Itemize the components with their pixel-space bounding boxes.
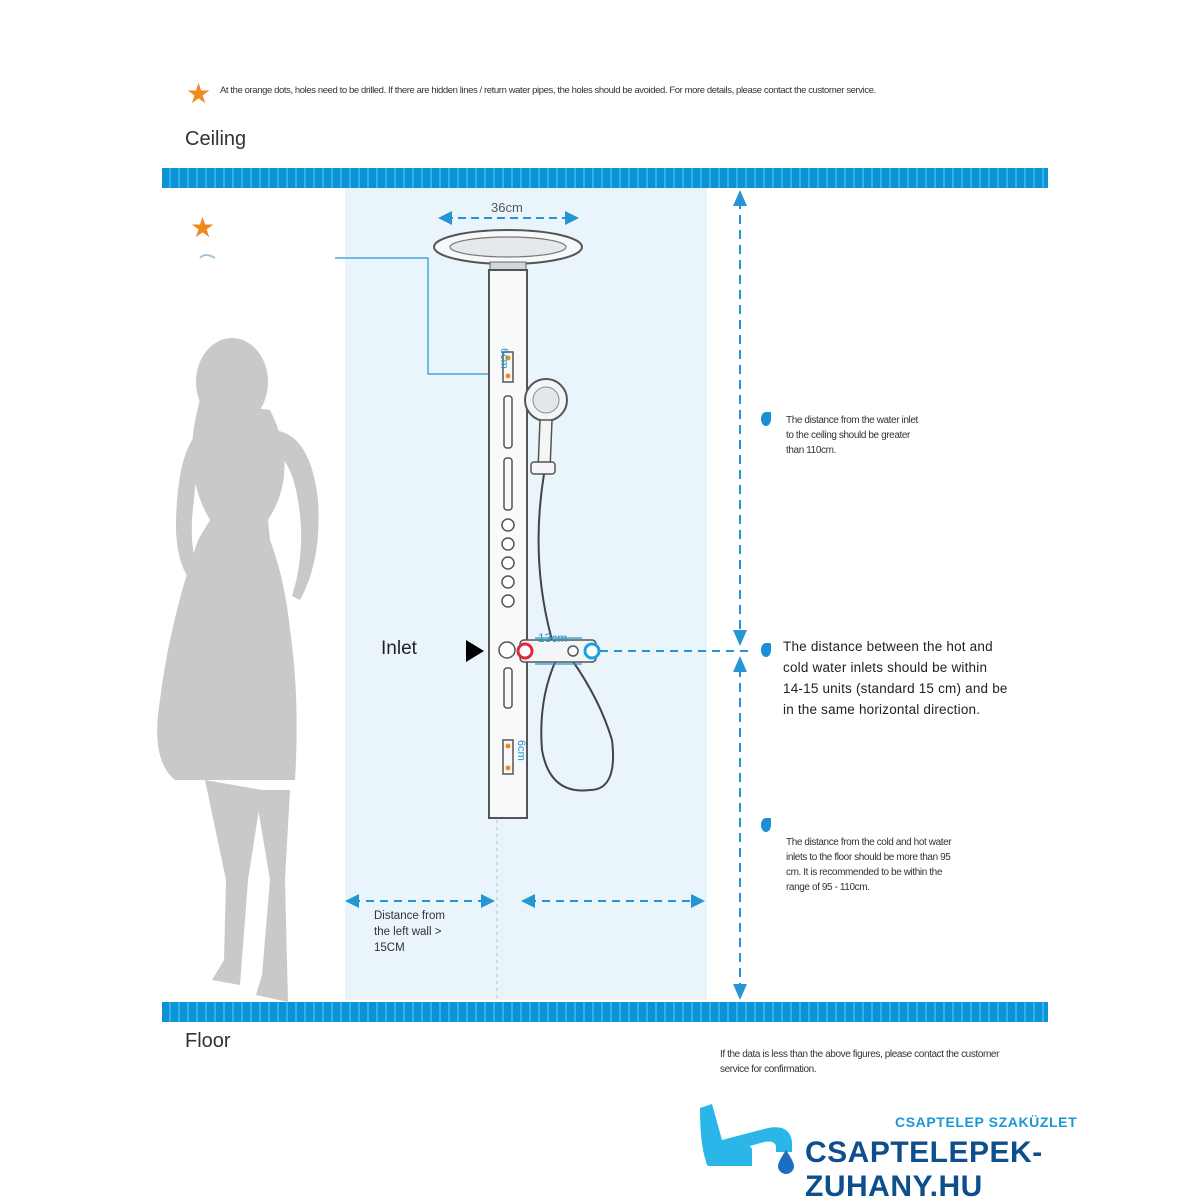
ceiling-label: Ceiling: [185, 128, 247, 150]
inlet-arrow-icon: [466, 640, 484, 662]
floor-label: Floor: [185, 1030, 231, 1052]
note-dot-icon: [761, 643, 771, 657]
floor-bar: [162, 1002, 1048, 1022]
bottom-notice: If the data is less than the above figur…: [720, 1049, 1000, 1075]
drill-notice: At the orange dots, holes need to be dri…: [220, 85, 876, 96]
brand-tagline: CSAPTELEP SZAKÜZLET: [895, 1114, 1078, 1130]
top-6cm-mark: 6cm: [498, 348, 510, 369]
note-dot-icon: [761, 818, 771, 832]
spacing-13cm-label: 13cm: [538, 631, 568, 645]
bottom-6cm-mark: 6cm: [515, 740, 527, 761]
note-left-wall: Distance from the left wall > 15CM: [374, 910, 445, 954]
note-hot-cold-inlets: The distance between the hot and cold wa…: [783, 639, 1008, 717]
note-dot-icon: [761, 412, 771, 426]
note-inlets-to-floor: The distance from the cold and hot water…: [786, 837, 952, 893]
drill-point-star-icon: ★: [190, 212, 216, 243]
note-inlet-to-ceiling: The distance from the water inlet to the…: [786, 415, 918, 456]
width-36cm-label: 36cm: [491, 200, 523, 215]
inlet-label: Inlet: [381, 638, 417, 659]
faucet-logo-icon: [700, 1104, 794, 1174]
ceiling-bar: [162, 168, 1048, 188]
person-silhouette: [157, 338, 319, 1002]
drill-star-icon: ★: [186, 78, 212, 109]
brand-name: CSAPTELEPEK-ZUHANY.HU: [805, 1136, 1043, 1203]
